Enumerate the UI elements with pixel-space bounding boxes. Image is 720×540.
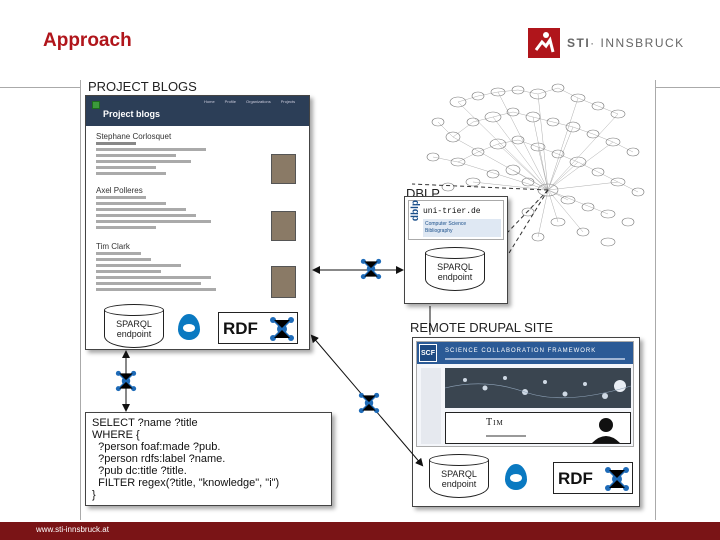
blog-site-title: Project blogs xyxy=(103,109,161,119)
sparql-label-line1: SPARQL xyxy=(437,262,473,272)
sparql-label-line1: SPARQL xyxy=(441,469,477,479)
scf-banner-subtitle xyxy=(445,358,625,360)
drupal-icon-face xyxy=(510,474,522,482)
dblp-subtitle-line2: Bibliography xyxy=(425,228,453,234)
person-photo xyxy=(271,211,296,241)
person-name: Tim Clark xyxy=(96,242,130,251)
blog-nav-item[interactable]: Profile xyxy=(224,99,237,104)
frame-line-left xyxy=(0,87,80,88)
rdf-link-icon xyxy=(115,370,137,392)
sparql-label-line2: endpoint xyxy=(437,272,473,282)
query-line: FILTER regex(?title, "knowledge", "i") xyxy=(92,477,280,489)
query-line: ?pub dc:title ?title. xyxy=(92,465,187,477)
footer-bar: www.sti-innsbruck.at xyxy=(0,522,720,540)
blog-header xyxy=(86,96,309,126)
blog-nav-item[interactable]: Organizations xyxy=(246,99,271,104)
drupal-icon-face xyxy=(183,324,195,332)
query-line: } xyxy=(92,489,96,501)
frame-line-right xyxy=(656,87,720,88)
sparql-label-line2: endpoint xyxy=(441,479,477,489)
dblp-sparql-endpoint: SPARQL endpoint xyxy=(425,247,485,291)
scf-sidebar xyxy=(421,368,441,444)
rdf-graph-icon xyxy=(270,317,294,341)
project-blogs-screenshot: Project blogs Home Profile Organizations… xyxy=(85,95,310,350)
scf-person-details xyxy=(486,435,526,437)
rdf-link-icon xyxy=(360,258,382,280)
dblp-box: uni-trier.de Computer Science Bibliograp… xyxy=(404,196,508,304)
rdf-label: RDF xyxy=(223,319,258,338)
sparql-label-line1: SPARQL xyxy=(116,319,152,329)
remote-sparql-endpoint: SPARQL endpoint xyxy=(429,454,489,498)
query-line: SELECT ?name ?title xyxy=(92,417,198,429)
blog-nav-item[interactable]: Projects xyxy=(280,99,296,104)
query-line: WHERE { xyxy=(92,429,140,441)
logo-prefix: STI xyxy=(567,36,591,50)
slide-title: Approach xyxy=(43,30,132,51)
blog-nav-item[interactable]: Home xyxy=(204,99,215,104)
rdf-label: RDF xyxy=(558,469,593,488)
dblp-subtitle-bg xyxy=(423,219,501,237)
sti-logo-text: STI· INNSBRUCK xyxy=(567,36,685,50)
blog-nav: Home Profile Organizations Projects xyxy=(204,99,295,104)
frame-line-vertical-left xyxy=(80,80,81,520)
person-photo xyxy=(271,154,296,184)
footer-url[interactable]: www.sti-innsbruck.at xyxy=(36,525,109,534)
person-name: Axel Polleres xyxy=(96,186,143,195)
scf-hero-image xyxy=(444,368,632,408)
scf-person-name: Tim xyxy=(486,417,504,428)
remote-drupal-box: SCF SCIENCE COLLABORATION FRAMEWORK Tim xyxy=(412,337,640,507)
sti-logo-icon xyxy=(528,28,560,58)
scf-person-card: Tim xyxy=(445,412,631,444)
scf-screenshot: SCF SCIENCE COLLABORATION FRAMEWORK Tim xyxy=(416,341,634,447)
dblp-url: uni-trier.de xyxy=(423,207,481,216)
dblp-subtitle-line1: Computer Science xyxy=(425,221,467,227)
blog-logo-icon xyxy=(92,101,100,109)
sparql-query-box: SELECT ?name ?title WHERE { ?person foaf… xyxy=(85,412,332,506)
rdf-link-icon xyxy=(358,392,380,414)
dblp-banner: uni-trier.de Computer Science Bibliograp… xyxy=(408,200,504,240)
scf-banner-title: SCIENCE COLLABORATION FRAMEWORK xyxy=(445,348,597,354)
query-line: ?person foaf:made ?pub. xyxy=(92,441,221,453)
remote-rdf-logo: RDF xyxy=(553,462,633,494)
logo-suffix: · INNSBRUCK xyxy=(590,36,685,50)
sparql-label-line2: endpoint xyxy=(116,329,152,339)
frame-line-vertical-right xyxy=(655,80,656,520)
rdf-graph-icon xyxy=(605,467,629,491)
project-blogs-label: PROJECT BLOGS xyxy=(88,79,197,94)
scf-person-avatar xyxy=(584,415,628,443)
person-photo xyxy=(271,266,296,298)
query-line: ?person rdfs:label ?name. xyxy=(92,453,226,465)
blog-sparql-endpoint: SPARQL endpoint xyxy=(104,304,164,348)
person-name: Stephane Corlosquet xyxy=(96,132,172,141)
blog-rdf-logo: RDF xyxy=(218,312,298,344)
remote-drupal-site-label: REMOTE DRUPAL SITE xyxy=(410,320,554,335)
